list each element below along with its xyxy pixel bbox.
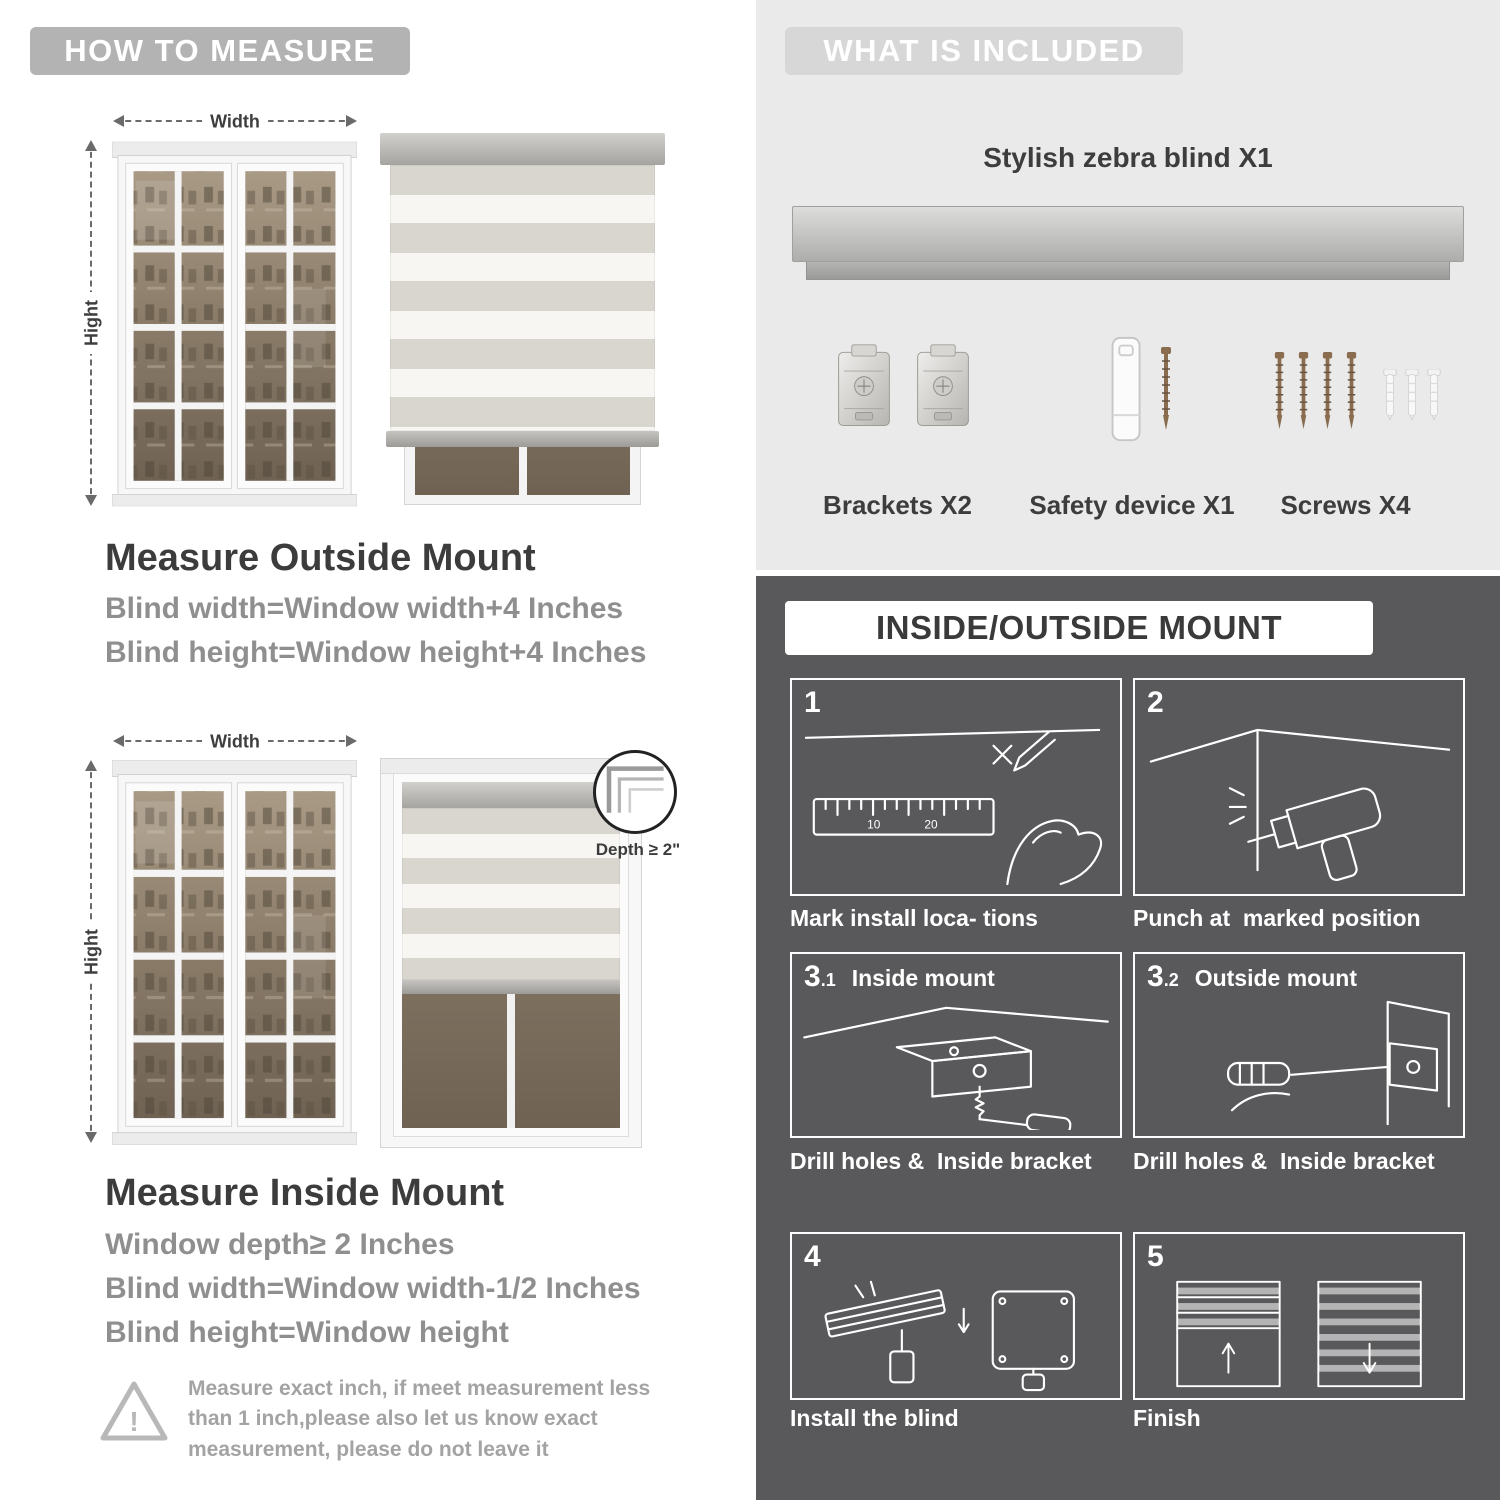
window-corner-icon [606,766,664,813]
step-number: 4 [804,1240,821,1273]
step-panel-4: 4 [790,1232,1122,1400]
height-measure-inside: Hight [81,760,103,1143]
what-is-included-header: WHAT IS INCLUDED [785,27,1183,75]
outside-mount-line-1: Blind width=Window width+4 Inches [105,592,624,625]
mount-panel [756,576,1500,1500]
safety-device-label: Safety device X1 [1029,490,1235,520]
depth-callout-label: Depth ≥ 2" [595,840,681,859]
step-number: 5 [1147,1240,1164,1273]
step-panel-2: 2 [1133,678,1465,896]
blind-cassette [380,133,665,165]
screw-icon [1272,352,1287,430]
width-measure-inside: Width [113,731,357,753]
blind-bottom-rail [402,980,620,994]
blind-shade [402,808,620,980]
inside-mount-line-2: Blind width=Window width-1/2 Inches [105,1272,641,1305]
included-panel [756,0,1500,570]
step-number: 3 [1147,960,1164,993]
height-measure-label: Hight [81,920,103,983]
mark-location-illustration: 10 20 [798,722,1114,888]
safety-device-icon [1111,336,1141,442]
outside-mount-heading: Measure Outside Mount [105,537,536,579]
inside-mount-line-1: Window depth≥ 2 Inches [105,1228,455,1261]
step-panel-3-2: 3.2 Outside mount [1133,952,1465,1138]
step-caption: Punch at marked position [1133,905,1421,931]
svg-text:10: 10 [867,818,881,832]
outside-bracket-illustration [1141,996,1457,1130]
screw-icon [1344,352,1359,430]
anchor-icon [1426,366,1442,424]
anchor-icon [1404,366,1420,424]
warning-triangle-icon: ! [98,1378,170,1444]
step-caption: Mark install loca- tions [790,905,1038,931]
inside-outside-mount-header: INSIDE/OUTSIDE MOUNT [785,601,1373,655]
screws-label: Screws X4 [1280,490,1411,520]
brackets-label: Brackets X2 [823,490,972,520]
step-title: Outside mount [1194,965,1357,991]
step-panel-5: 5 [1133,1232,1465,1400]
step-number: 1 [804,686,821,719]
blind-cassette [402,782,620,808]
height-measure-outside: Hight [81,140,103,506]
inside-bracket-illustration [798,996,1114,1135]
screw-icon [1320,352,1335,430]
step-panel-1: 1 10 20 [790,678,1122,896]
bracket-icon [833,342,895,434]
bracket-icon [912,342,974,434]
screw-icon [1296,352,1311,430]
screw-icon [1158,346,1174,432]
zebra-blind-inside-illustration [380,758,642,1148]
step-caption: Install the blind [790,1405,959,1431]
drill-illustration [1141,722,1457,888]
step-caption: Finish [1133,1405,1201,1431]
install-blind-illustration [798,1276,1114,1392]
window-illustration-inside [112,760,357,1145]
svg-text:20: 20 [924,818,938,832]
finish-illustration [1141,1276,1457,1392]
product-title: Stylish zebra blind X1 [983,142,1273,173]
step-panel-3-1: 3.1 Inside mount [790,952,1122,1138]
step-title: Inside mount [851,965,995,991]
width-measure-label: Width [202,111,268,133]
step-caption: Drill holes & Inside bracket [790,1148,1092,1174]
inside-mount-heading: Measure Inside Mount [105,1172,505,1214]
blind-shade [390,165,655,431]
outside-mount-line-2: Blind height=Window height+4 Inches [105,636,647,669]
how-to-measure-header: HOW TO MEASURE [30,27,410,75]
step-caption: Drill holes & Inside bracket [1133,1148,1435,1174]
zebra-blind-outside-illustration [380,133,665,505]
svg-text:!: ! [129,1406,138,1437]
step-number: 2 [1147,686,1164,719]
height-measure-label: Hight [81,292,103,354]
depth-callout-circle [593,750,677,834]
step-number-sub: .1 [820,970,836,990]
step-number: 3 [804,960,821,993]
window-illustration-outside [112,140,357,508]
blind-bottom-rail [386,431,659,447]
width-measure-label: Width [202,731,268,753]
step-number-sub: .2 [1163,970,1179,990]
anchor-icon [1382,366,1398,424]
measurement-note: Measure exact inch, if meet measurement … [188,1377,651,1461]
headrail-illustration [792,206,1464,280]
width-measure-outside: Width [113,111,357,133]
inside-mount-line-3: Blind height=Window height [105,1316,509,1349]
